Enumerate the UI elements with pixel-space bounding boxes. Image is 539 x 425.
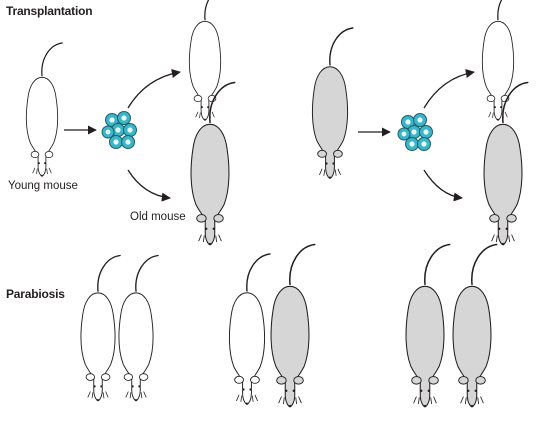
old-recipient-mouse-right: [483, 81, 529, 246]
arrow-cells-to-young-recipient-right: [423, 68, 475, 109]
old-mouse-label: Old mouse: [130, 211, 186, 223]
young-recipient-mouse-right: [481, 0, 519, 122]
parabiosis-title: Parabiosis: [6, 287, 65, 301]
young-donor-mouse: [25, 42, 63, 178]
cell-cluster-right: [397, 113, 433, 151]
parabiosis-old-old: [405, 243, 498, 408]
old-recipient-mouse-left: [190, 81, 236, 246]
arrow-cells-to-young-recipient-left: [127, 68, 181, 109]
cell-cluster-left: [101, 111, 137, 149]
parabiosis-young-old: [228, 243, 316, 408]
arrow-cells-to-old-recipient-right: [423, 169, 463, 202]
old-donor-mouse: [311, 27, 354, 180]
young-mouse-label: Young mouse: [8, 180, 78, 192]
transplantation-title: Transplantation: [6, 4, 93, 18]
young-recipient-mouse-left: [188, 0, 226, 122]
arrow-cells-to-old-recipient-left: [127, 169, 171, 202]
parabiosis-young-young: [80, 254, 159, 402]
